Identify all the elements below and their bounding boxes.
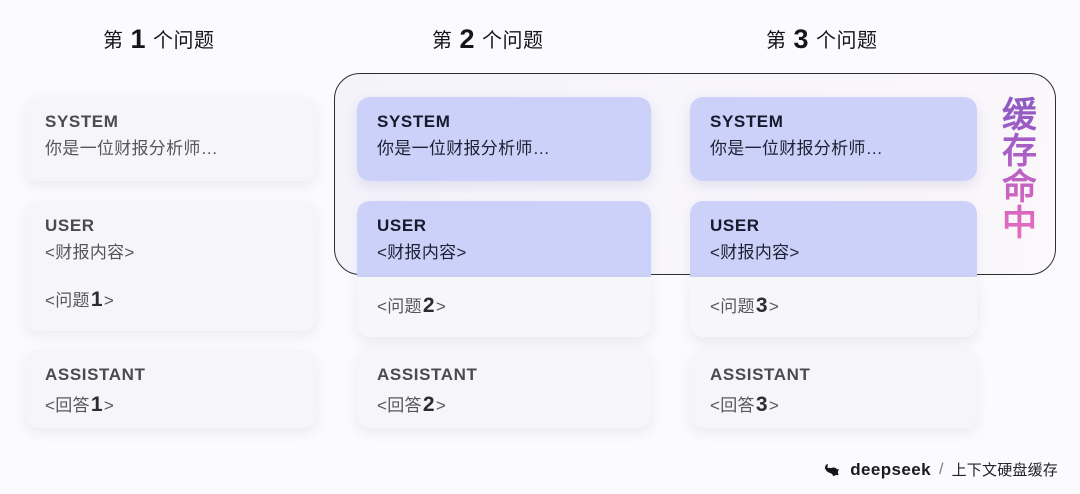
assistant-answer-text: <回答2>: [377, 389, 631, 421]
system-prompt-text: 你是一位财报分析师…: [45, 139, 218, 158]
message-card-assistant-3: ASSISTANT <回答3>: [690, 350, 977, 428]
cache-hit-label: 缓存命中: [988, 96, 1036, 240]
message-card-assistant-1: ASSISTANT <回答1>: [25, 350, 316, 428]
question-prefix: <问题: [377, 296, 422, 316]
user-uncached-part: <问题3>: [690, 276, 977, 337]
user-context-text: <财报内容>: [45, 243, 135, 262]
header-prefix: 第: [766, 30, 787, 52]
role-label: ASSISTANT: [377, 365, 478, 384]
answer-suffix: >: [103, 396, 115, 415]
role-label: SYSTEM: [710, 112, 784, 131]
user-question-text: <问题1>: [45, 284, 296, 316]
question-suffix: >: [435, 296, 447, 316]
question-number: 3: [755, 293, 768, 317]
role-label: USER: [377, 216, 427, 235]
question-prefix: <问题: [710, 296, 755, 316]
header-number: 3: [793, 24, 810, 54]
message-card-system-1: SYSTEM 你是一位财报分析师…: [25, 97, 316, 181]
question-number: 2: [422, 293, 435, 317]
role-label: ASSISTANT: [710, 365, 811, 384]
role-label: ASSISTANT: [45, 365, 146, 384]
role-label: SYSTEM: [377, 112, 451, 131]
user-question-text: <问题2>: [377, 290, 631, 322]
answer-prefix: <回答: [377, 396, 422, 415]
header-number: 2: [459, 24, 476, 54]
system-prompt-text: 你是一位财报分析师…: [710, 139, 883, 158]
column-header-1: 第 1 个问题: [103, 24, 215, 53]
message-card-user-1: USER <财报内容> <问题1>: [25, 201, 316, 331]
role-label: USER: [45, 216, 95, 235]
user-question-text: <问题3>: [710, 290, 957, 322]
answer-suffix: >: [768, 396, 780, 415]
question-number: 1: [90, 287, 103, 311]
answer-prefix: <回答: [710, 396, 755, 415]
message-card-assistant-2: ASSISTANT <回答2>: [357, 350, 651, 428]
message-card-system-2: SYSTEM 你是一位财报分析师…: [357, 97, 651, 181]
role-label: SYSTEM: [45, 112, 119, 131]
message-card-user-2: USER <财报内容> <问题2>: [357, 201, 651, 337]
footer-branding: deepseek / 上下文硬盘缓存: [822, 459, 1058, 480]
question-suffix: >: [768, 296, 780, 316]
system-prompt-text: 你是一位财报分析师…: [377, 139, 550, 158]
header-prefix: 第: [432, 30, 453, 52]
answer-number: 2: [422, 393, 435, 416]
question-prefix: <问题: [45, 290, 90, 310]
answer-prefix: <回答: [45, 396, 90, 415]
answer-number: 3: [755, 393, 768, 416]
column-header-3: 第 3 个问题: [766, 24, 878, 53]
brand-tagline: 上下文硬盘缓存: [951, 462, 1058, 479]
header-suffix: 个问题: [482, 30, 544, 52]
user-context-text: <财报内容>: [710, 243, 800, 262]
brand-separator: /: [938, 460, 944, 478]
column-header-2: 第 2 个问题: [432, 24, 544, 53]
user-uncached-part: <问题2>: [357, 276, 651, 337]
header-prefix: 第: [103, 30, 124, 52]
user-cached-part: USER <财报内容>: [690, 201, 977, 277]
answer-number: 1: [90, 393, 103, 416]
user-cached-part: USER <财报内容>: [357, 201, 651, 277]
header-suffix: 个问题: [153, 30, 215, 52]
header-suffix: 个问题: [816, 30, 878, 52]
question-suffix: >: [103, 290, 115, 310]
role-label: USER: [710, 216, 760, 235]
assistant-answer-text: <回答3>: [710, 389, 957, 421]
assistant-answer-text: <回答1>: [45, 389, 296, 421]
user-context-text: <财报内容>: [377, 243, 467, 262]
message-card-system-3: SYSTEM 你是一位财报分析师…: [690, 97, 977, 181]
message-card-user-3: USER <财报内容> <问题3>: [690, 201, 977, 337]
brand-name: deepseek: [850, 459, 931, 479]
answer-suffix: >: [435, 396, 447, 415]
header-number: 1: [130, 24, 147, 54]
whale-icon: [822, 459, 843, 480]
